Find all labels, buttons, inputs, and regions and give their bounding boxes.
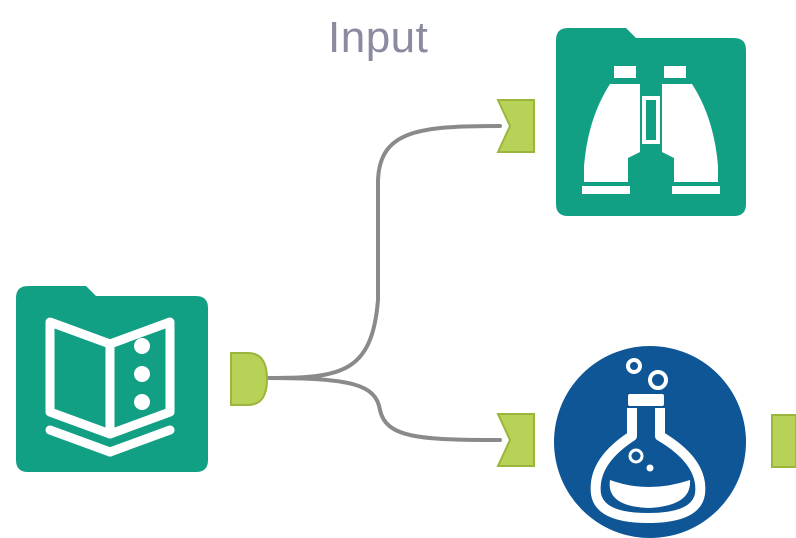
output-anchor-icon xyxy=(230,352,269,406)
output-anchor-icon xyxy=(771,414,796,468)
browse-tool[interactable] xyxy=(554,26,748,218)
binoculars-icon xyxy=(556,28,746,216)
tool-label: Input xyxy=(328,13,429,62)
input-data-tool[interactable] xyxy=(14,282,210,474)
lab-input-anchor[interactable] xyxy=(496,412,536,468)
lab-tool[interactable] xyxy=(552,344,750,538)
flask-icon xyxy=(554,346,746,538)
connector-to-lab xyxy=(266,376,502,442)
browse-input-anchor[interactable] xyxy=(496,98,536,154)
connector-to-browse xyxy=(266,124,502,380)
book-folder-icon xyxy=(16,286,208,472)
input-anchor-icon xyxy=(496,99,535,153)
input-output-anchor[interactable] xyxy=(228,350,270,408)
input-anchor-icon xyxy=(496,413,535,467)
lab-output-anchor[interactable] xyxy=(770,412,796,470)
